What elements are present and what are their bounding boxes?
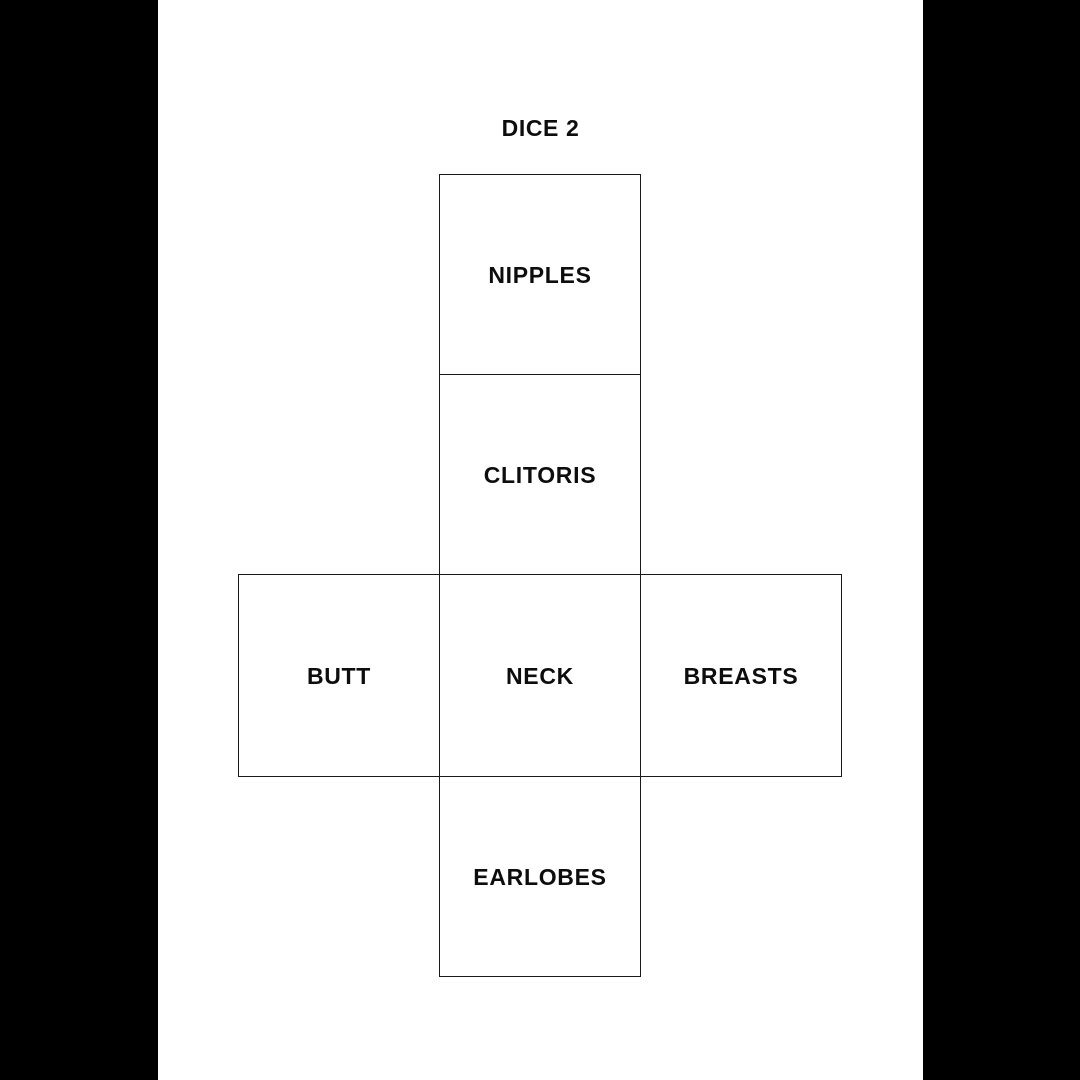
net-face-label: CLITORIS [483,461,597,488]
net-face-label: EARLOBES [473,863,607,890]
net-face-label: NECK [506,662,574,689]
document-canvas: DICE 2 NIPPLES CLITORIS BUTT NECK BREAST… [158,0,923,1080]
page-title: DICE 2 [501,115,580,141]
net-face-label: NIPPLES [488,261,592,288]
net-face-label: BREASTS [683,662,799,689]
letterbox-bar-left [0,0,158,1080]
net-face-label: BUTT [306,662,372,689]
net-face-earlobes[interactable]: EARLOBES [439,776,641,977]
net-face-butt[interactable]: BUTT [238,574,440,777]
net-face-nipples[interactable]: NIPPLES [439,174,641,375]
net-face-neck[interactable]: NECK [439,574,641,777]
cube-net-diagram: NIPPLES CLITORIS BUTT NECK BREASTS EARLO… [238,174,842,977]
net-face-breasts[interactable]: BREASTS [640,574,842,777]
letterbox-bar-right [923,0,1080,1080]
net-face-clitoris[interactable]: CLITORIS [439,374,641,575]
